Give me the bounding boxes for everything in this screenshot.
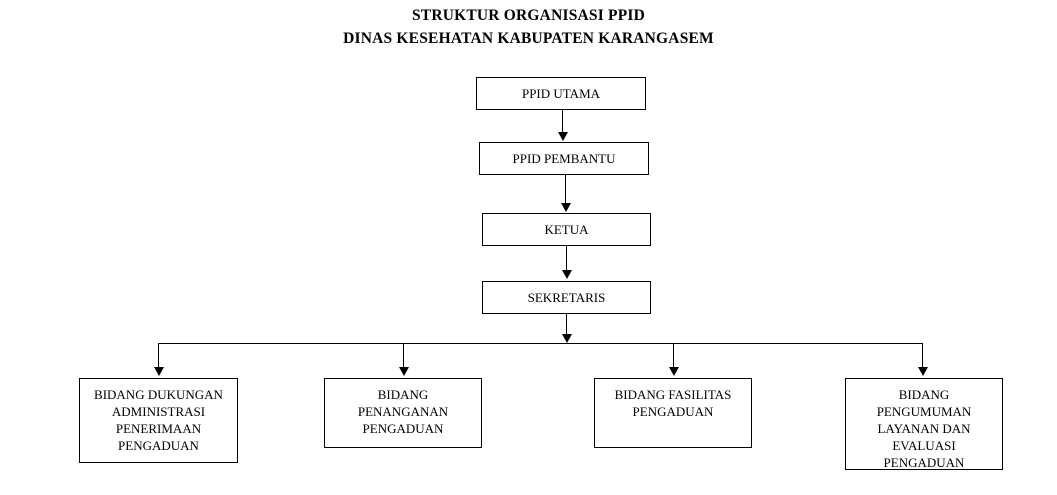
node-sekretaris[interactable]: SEKRETARIS [482,281,651,314]
node-label: PPID PEMBANTU [512,151,616,166]
arrowhead-sekretaris [562,270,572,279]
node-label: KETUA [544,222,589,237]
node-label: BIDANG PENANGANAN PENGADUAN [357,387,449,436]
arrowhead-ppid-pembantu [558,132,568,141]
node-ppid-pembantu[interactable]: PPID PEMBANTU [479,142,649,175]
connector-ppid-pembantu-to-ketua [565,175,566,203]
arrowhead-bidang-fasilitas [669,367,679,376]
node-label: BIDANG PENGUMUMAN LAYANAN DAN EVALUASI P… [876,387,972,470]
connector-ppid-utama-to-ppid-pembantu [562,110,563,134]
node-ketua[interactable]: KETUA [482,213,651,246]
arrowhead-bidang-penanganan [399,367,409,376]
chart-title-line-1: STRUKTUR ORGANISASI PPID [411,7,646,24]
chart-title-line-2: DINAS KESEHATAN KABUPATEN KARANGASEM [343,30,714,47]
node-label: SEKRETARIS [527,290,606,305]
node-ppid-utama[interactable]: PPID UTAMA [476,77,646,110]
connector-bus-to-bidang-fasilitas [673,343,674,368]
arrowhead-bidang-dukungan [154,367,164,376]
connector-bus-to-bidang-dukungan [158,343,159,368]
node-bidang-pengumuman[interactable]: BIDANG PENGUMUMAN LAYANAN DAN EVALUASI P… [845,378,1003,470]
node-bidang-dukungan[interactable]: BIDANG DUKUNGAN ADMINISTRASI PENERIMAAN … [79,378,238,463]
arrowhead-bidang-pengumuman [918,367,928,376]
connector-bus-to-bidang-pengumuman [922,343,923,368]
node-label: PPID UTAMA [521,86,601,101]
node-label: BIDANG DUKUNGAN ADMINISTRASI PENERIMAAN … [94,387,223,453]
node-bidang-penanganan[interactable]: BIDANG PENANGANAN PENGADUAN [324,378,482,448]
connector-ketua-to-sekretaris [566,246,567,271]
connector-sekretaris-to-bus [566,314,567,335]
node-bidang-fasilitas[interactable]: BIDANG FASILITAS PENGADUAN [594,378,752,448]
arrowhead-ketua [561,203,571,212]
node-label: BIDANG FASILITAS PENGADUAN [614,387,732,419]
arrowhead-bus [562,334,572,343]
distribution-bus-line [158,343,923,344]
connector-bus-to-bidang-penanganan [403,343,404,368]
